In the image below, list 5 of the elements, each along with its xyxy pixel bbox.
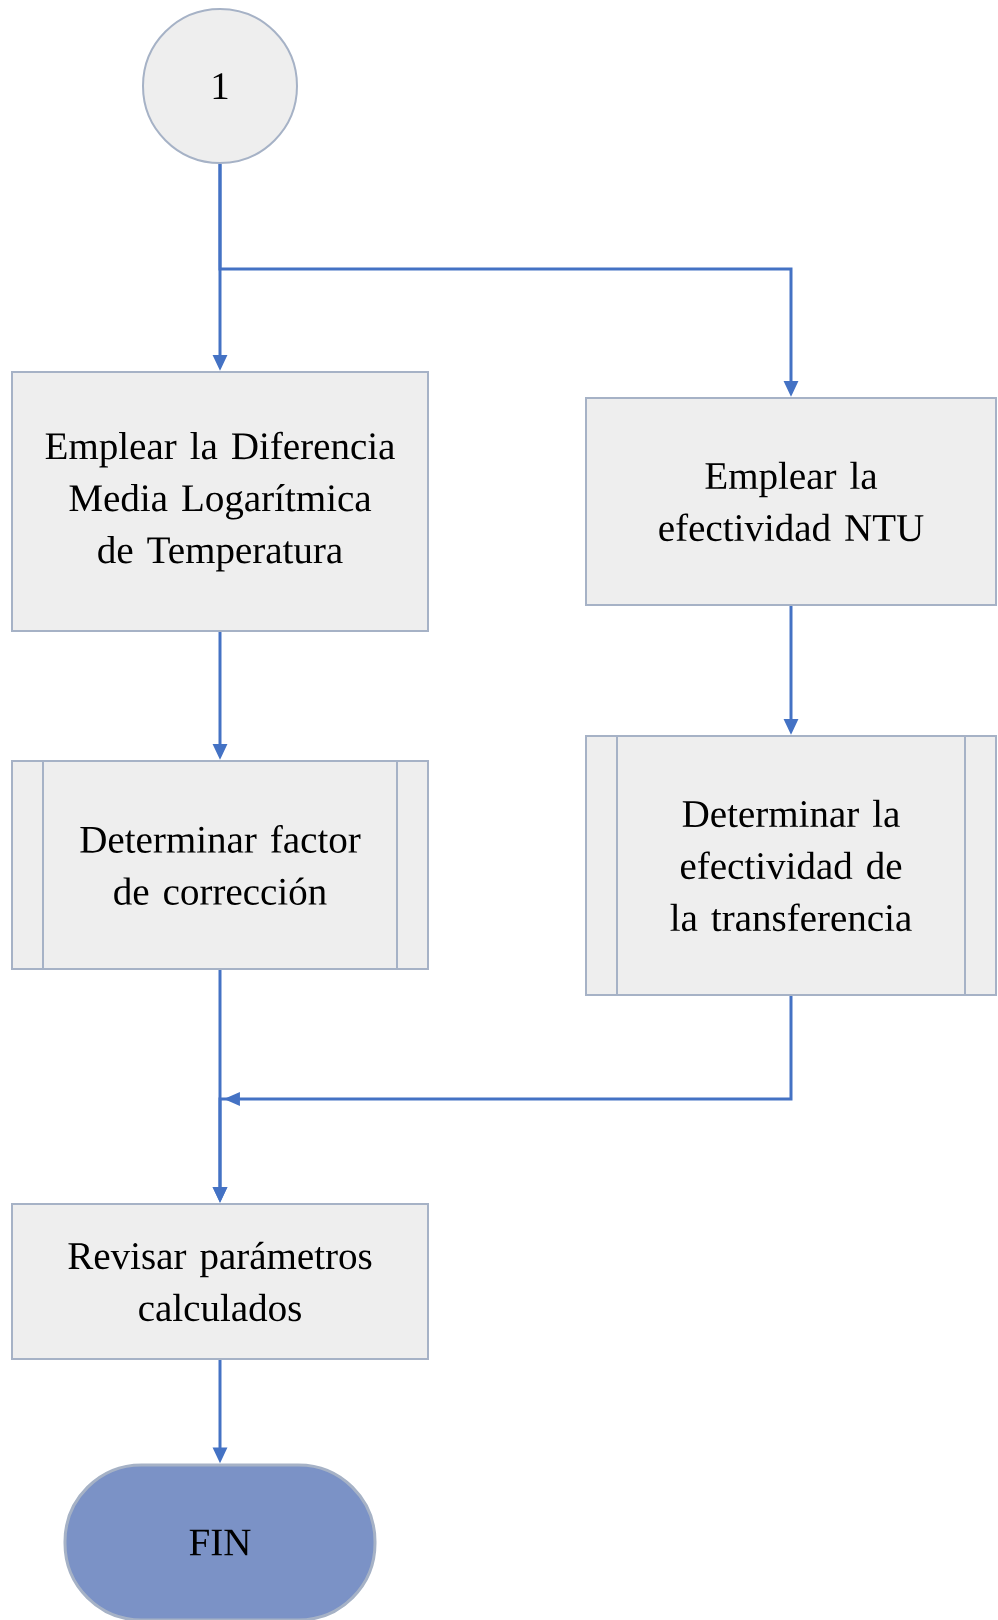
process-box: Emplear la efectividad NTU	[585, 397, 997, 606]
subprocess-box: Determinar la efectividad de la transferencia	[585, 735, 997, 996]
subprocess-box: Determinar factor de corrección	[11, 760, 429, 970]
process-box: Revisar parámetros calculados	[11, 1203, 429, 1360]
process-box: Emplear la Diferencia Media Logarítmica de Temperatura	[11, 371, 429, 632]
